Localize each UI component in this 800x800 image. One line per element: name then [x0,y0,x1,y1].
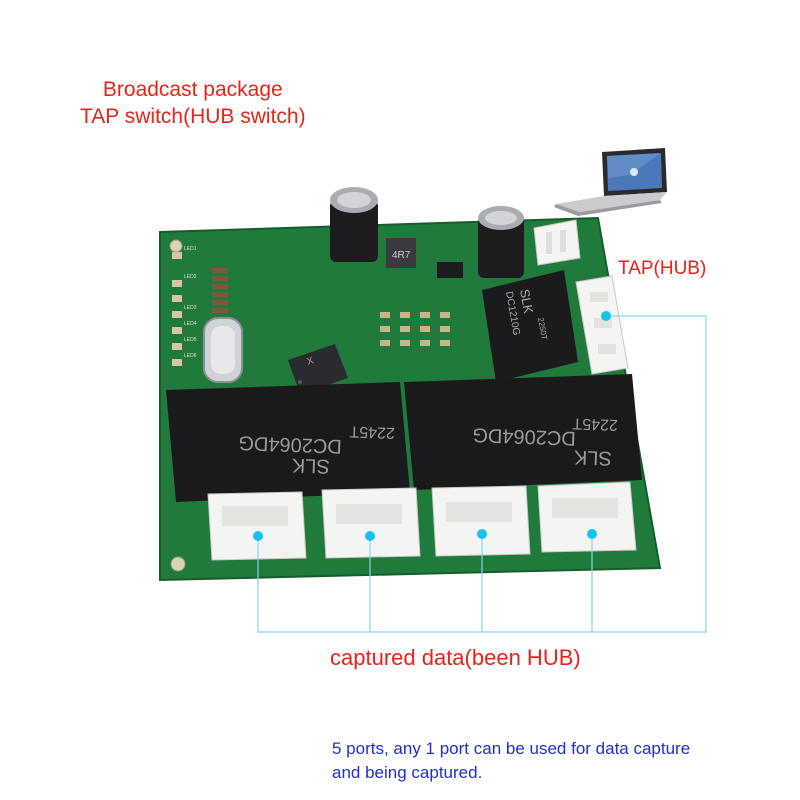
port-connector-3 [431,485,531,557]
led-label-4: LED4 [184,321,197,327]
led-column [172,252,182,366]
transformer-right: 2245T DC2064DG SLK [404,374,642,490]
led-label-5: LED5 [184,337,197,343]
small-transformer-brand: SLK [517,288,536,315]
port-connector-2 [321,487,421,559]
tap-connector-top [533,219,581,266]
ports-note-line-1: 5 ports, any 1 port can be used for data… [332,739,691,758]
small-transformer: SLK DC1210G 2250T [482,270,578,382]
led-label-1: LED1 [184,246,197,252]
title-line-1: Broadcast package [102,78,283,101]
pcb-board: LED1 LED2 LED3 LED4 LED5 LED6 X [159,187,662,582]
ports-note: 5 ports, any 1 port can be used for data… [332,737,690,785]
led-label-6: LED6 [184,353,197,359]
title-line-2: TAP switch(HUB switch) [80,105,306,128]
capacitor-left [330,187,378,262]
transformer-left: 2245T DC2064DG SLK [166,382,410,502]
capacitor-right [478,206,524,278]
crystal-oscillator [203,317,243,383]
transformer-right-code: DC2064DG [472,423,576,449]
captured-data-label: captured data(been HUB) [330,645,581,670]
transformer-left-brand: SLK [291,454,330,477]
tap-connector [575,275,629,375]
led-label-2: LED2 [184,274,197,280]
transformer-right-brand: SLK [573,446,612,469]
ports-note-line-2: and being captured. [332,763,483,782]
tap-hub-label: TAP(HUB) [618,258,707,279]
port-connector-4 [537,481,637,553]
svg-text:X: X [306,355,316,368]
inductor: 4R7 [386,238,416,268]
transformer-right-batch: 2245T [572,414,618,433]
callout-dots [253,311,611,541]
led-label-3: LED3 [184,305,197,311]
title-caption: Broadcast package TAP switch(HUB switch) [80,76,306,130]
transformer-left-code: DC2064DG [238,431,342,457]
small-transformer-batch: 2250T [536,317,549,341]
transformer-left-batch: 2245T [349,422,395,441]
laptop-icon [554,148,667,216]
inductor-label: 4R7 [392,250,411,261]
callout-lines [257,315,707,633]
port-connector-1 [207,491,307,561]
switch-ic-chip: X [288,344,348,394]
